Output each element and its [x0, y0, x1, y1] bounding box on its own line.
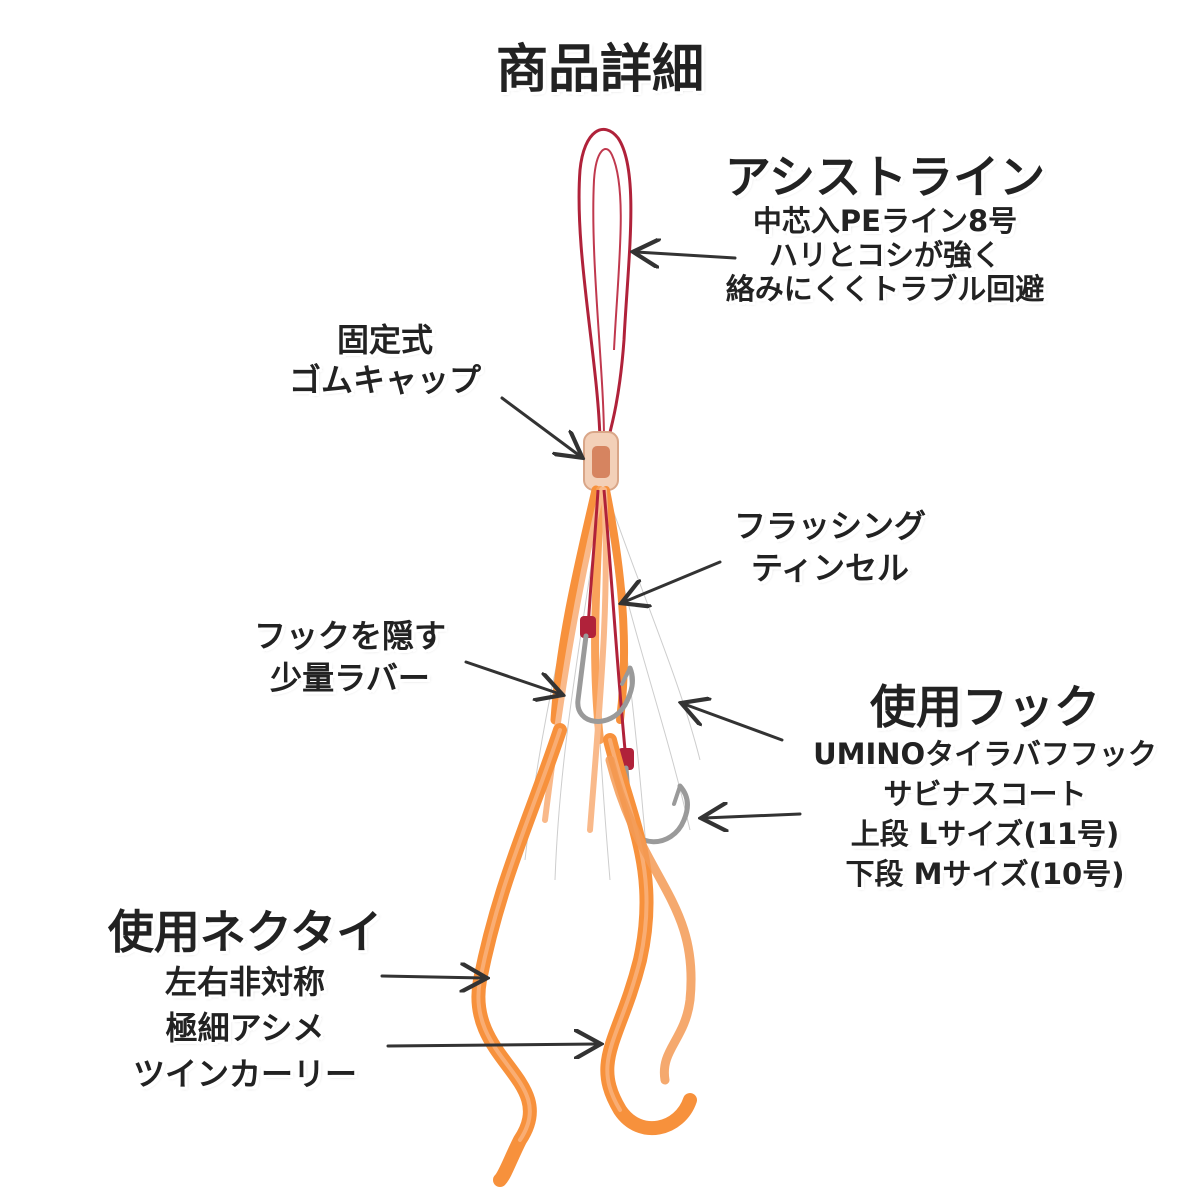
necktie-label: 使用ネクタイ 左右非対称 極細アシメ ツインカーリー [80, 905, 410, 1097]
necktie-text: 極細アシメ [165, 1009, 325, 1047]
rubber-cap-text: 固定式 [336, 321, 433, 359]
tinsel-label: フラッシング ティンセル [700, 505, 960, 589]
arrow-icon [464, 660, 560, 694]
arrow-icon [386, 1044, 598, 1046]
hook-heading: 使用フック [870, 680, 1100, 734]
small-rubber-text: 少量ラバー [270, 659, 430, 697]
arrow-icon [704, 814, 802, 818]
necktie-text: 左右非対称 [164, 963, 325, 1001]
rubber-cap-text: ゴムキャップ [288, 361, 481, 399]
assist-line-loop [577, 127, 633, 441]
hook-text: 下段 Mサイズ(10号) [845, 857, 1125, 891]
hook-text: 上段 Lサイズ(11号) [850, 817, 1120, 851]
assist-line-text: ハリとコシが強く [768, 238, 1001, 272]
arrow-icon [684, 704, 784, 742]
hook-upper [575, 633, 635, 724]
arrow-icon [380, 976, 484, 978]
hook-text: UMINOタイラバフフック [813, 737, 1157, 771]
necktie-text: ツインカーリー [132, 1055, 357, 1093]
hook-label: 使用フック UMINOタイラバフフック サビナスコート 上段 Lサイズ(11号)… [790, 680, 1180, 894]
arrow-icon [624, 560, 722, 602]
rubber-cap-label: 固定式 ゴムキャップ [260, 320, 510, 400]
small-rubber-text: フックを隠す [253, 617, 446, 655]
arrow-icon [636, 252, 737, 258]
assist-line-text: 中芯入PEライン8号 [752, 204, 1018, 238]
tinsel-text: ティンセル [750, 549, 910, 587]
assist-line-heading: アシストライン [724, 150, 1046, 204]
arrow-icon [500, 396, 580, 456]
small-rubber-label: フックを隠す 少量ラバー [220, 615, 480, 699]
tinsel-text: フラッシング [733, 507, 926, 545]
assist-line-label: アシストライン 中芯入PEライン8号 ハリとコシが強く 絡みにくくトラブル回避 [690, 150, 1080, 306]
hook-text: サビナスコート [883, 777, 1087, 811]
assist-line-loop-inner [592, 148, 622, 441]
hook-leader-lower [602, 489, 628, 761]
necktie-heading: 使用ネクタイ [107, 905, 383, 959]
page-title: 商品詳細 [495, 40, 704, 100]
assist-line-text: 絡みにくくトラブル回避 [725, 272, 1045, 306]
